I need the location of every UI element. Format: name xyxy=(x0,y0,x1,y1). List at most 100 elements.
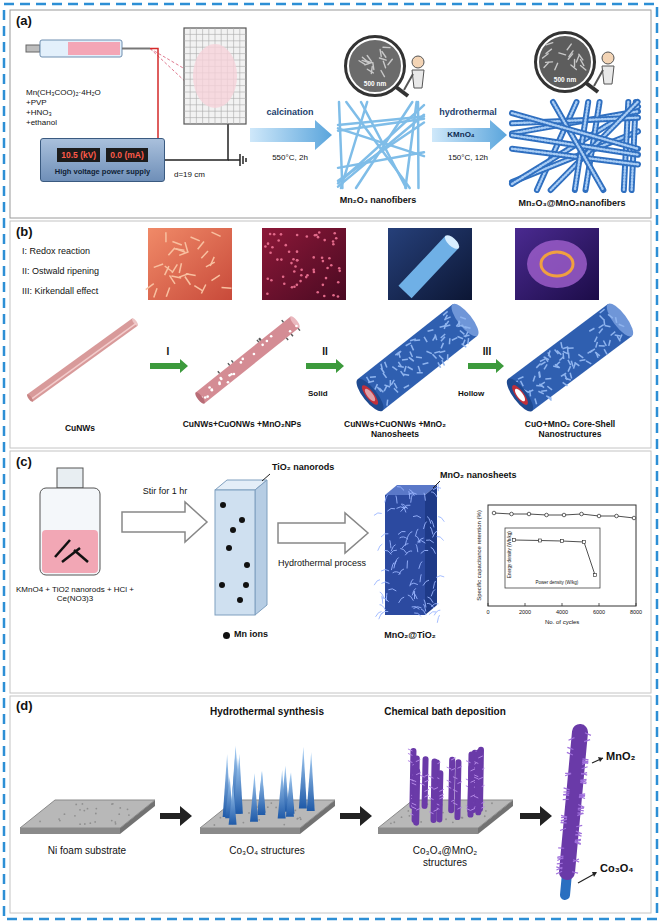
body xyxy=(412,70,424,88)
flake xyxy=(218,371,220,373)
material-label: MnO₂ nanosheets xyxy=(440,470,517,480)
nanosheet xyxy=(466,808,471,810)
nanowire-texture xyxy=(194,286,202,291)
condition-label: 550°C, 2h xyxy=(245,153,335,162)
sem-texture xyxy=(544,62,549,67)
nanowire-texture xyxy=(175,249,185,250)
nanosheet xyxy=(580,782,586,783)
nanosheet xyxy=(412,803,417,805)
solution xyxy=(68,42,120,55)
foam-pore xyxy=(79,823,81,825)
nanosheet xyxy=(561,815,567,817)
foam-pore xyxy=(118,813,120,815)
collector xyxy=(184,28,246,124)
nanosheet xyxy=(562,347,568,349)
nanosheet xyxy=(384,385,390,387)
nanosheet xyxy=(413,592,418,599)
particle-image xyxy=(527,240,587,288)
material-label: MnO₂@TiO₂ xyxy=(365,630,455,640)
nanosheet xyxy=(424,600,426,608)
material-label: CuNWs+CuONWs +MnO₂NPs xyxy=(172,420,312,430)
nanofiber xyxy=(338,116,424,124)
nanosheet xyxy=(575,841,581,843)
nanosheet xyxy=(381,598,388,602)
panel-frame xyxy=(10,221,651,448)
particle-texture xyxy=(306,235,309,238)
foam-pore xyxy=(242,822,244,824)
nanofiber xyxy=(346,102,409,188)
nanosheet xyxy=(414,607,422,609)
nanosheet xyxy=(608,314,613,318)
process-arrow xyxy=(122,502,207,542)
material-label: TiO₂ nanorods xyxy=(272,462,334,472)
sem-texture xyxy=(555,63,558,69)
nanorod xyxy=(55,540,70,557)
foam-pore xyxy=(39,820,41,822)
sem-texture xyxy=(380,50,381,57)
foam-pore xyxy=(75,804,77,806)
sem-texture xyxy=(576,56,579,62)
nanosheet xyxy=(437,536,444,540)
mno2-tio2-prism xyxy=(385,485,437,615)
particle-texture xyxy=(280,258,283,261)
nanosheet xyxy=(557,858,563,861)
nanowire-texture xyxy=(222,287,232,289)
nanowire-texture xyxy=(166,287,169,296)
foam-pore xyxy=(119,807,121,809)
nanosheet xyxy=(409,357,414,361)
nanowire-texture xyxy=(172,264,177,272)
data-point xyxy=(583,541,586,544)
nanosheet xyxy=(423,522,426,529)
nanosheet xyxy=(386,400,388,406)
particle-texture xyxy=(328,257,331,260)
nanosheet xyxy=(408,753,413,755)
nanosheet xyxy=(433,487,441,489)
foam-pore xyxy=(491,802,493,804)
nanosheet xyxy=(425,780,430,782)
nanosheet xyxy=(557,863,563,865)
foam-pore xyxy=(83,810,85,812)
nanowire-texture xyxy=(185,242,188,252)
nanosheet xyxy=(437,615,439,623)
nanosheet xyxy=(390,380,392,386)
mn-ion-dot xyxy=(237,597,243,603)
nanofiber xyxy=(338,128,424,156)
nanosheet xyxy=(400,549,406,554)
particle-texture xyxy=(296,250,299,253)
step-numeral: I xyxy=(156,346,180,358)
particle-ring xyxy=(541,252,573,276)
nanowire xyxy=(520,320,620,395)
nanosheet xyxy=(396,496,397,504)
foam-pore xyxy=(462,817,464,819)
nanowire-end xyxy=(352,375,387,415)
flake xyxy=(228,363,230,365)
foam-pore xyxy=(300,818,302,820)
tick xyxy=(636,603,637,606)
nanosheet xyxy=(560,828,566,830)
foam-pore xyxy=(283,824,285,826)
nanosheet xyxy=(533,376,535,382)
particle-texture xyxy=(273,233,276,236)
nanosheet xyxy=(577,813,583,815)
foam-pore xyxy=(267,806,269,808)
nanosheet xyxy=(424,337,427,342)
particle-texture xyxy=(318,231,321,234)
nanosheet xyxy=(605,325,611,326)
particle-texture xyxy=(337,295,340,298)
nanosheet xyxy=(578,354,583,357)
precursor-text: Mn(CH₃COO)₂·4H₂O xyxy=(26,88,101,97)
mn-ion-dot xyxy=(226,545,232,551)
plunger xyxy=(26,45,40,52)
foam-pore xyxy=(128,814,130,816)
tio2-prism xyxy=(215,480,267,615)
nanosheet xyxy=(611,332,616,336)
nanosheet xyxy=(453,777,458,779)
body xyxy=(602,66,614,84)
nanosheet xyxy=(540,362,545,365)
foam-pore xyxy=(452,821,454,823)
nanosheet xyxy=(434,787,439,789)
mechanism-step: III: Kirkendall effect xyxy=(22,286,98,296)
nanofiber-mesh xyxy=(338,102,424,188)
nanoparticle xyxy=(230,373,233,376)
nanosheet xyxy=(571,361,573,367)
